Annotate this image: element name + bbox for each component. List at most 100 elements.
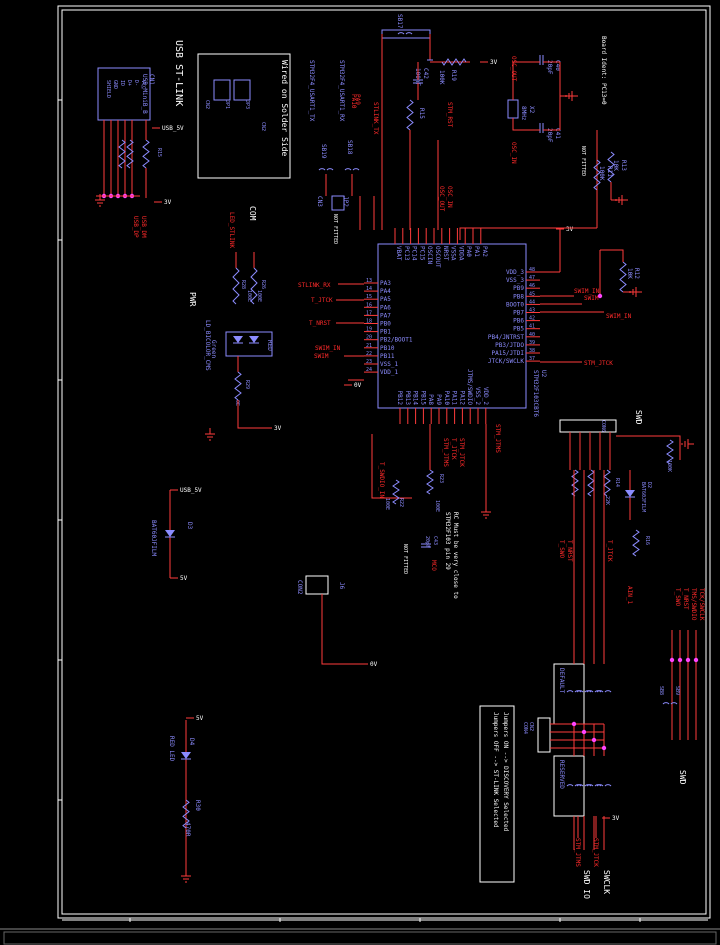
- resistor-r30: [182, 799, 190, 829]
- junction-cn4: [591, 737, 597, 743]
- mcu-pin-num: 14: [366, 286, 372, 292]
- mcu-pin-name: OSCIN: [426, 246, 433, 264]
- r13-ref: R13: [620, 160, 627, 171]
- resistor-r10: [666, 439, 674, 465]
- r22-ref: R22: [398, 498, 404, 507]
- mcu-pin-num: 46: [529, 283, 535, 289]
- j6-box: [305, 575, 329, 595]
- swd-header-box: [559, 419, 617, 433]
- mcu-pin-name: PA1: [473, 246, 480, 257]
- r24-ref: R15: [418, 108, 425, 119]
- c40-val: 20pF: [546, 60, 553, 75]
- title-usb-stlink: USB ST-LINK: [173, 40, 184, 106]
- mcu-pin-num: 20: [366, 335, 372, 341]
- net-t-nrst: T_NRST: [309, 320, 331, 327]
- solder-side-box: [197, 53, 291, 179]
- resistor-r18: [603, 469, 611, 497]
- net-right-t_swo: T_SWO: [674, 588, 681, 606]
- jumper-reserved-box: [553, 755, 585, 817]
- mcu-pin-name: NRST: [442, 246, 449, 261]
- mcu-pin-name: JTCK/SWCLK: [488, 358, 525, 365]
- mcu-pin-name: VSS_1: [380, 361, 398, 368]
- net-usb-dm: USB_DM: [140, 216, 147, 238]
- pwr-d4-5v-label: 5V: [196, 715, 204, 722]
- pwr-d3-usb-label: USB_5V: [180, 487, 202, 494]
- mcu-pin-name: PB12: [396, 391, 403, 406]
- mcu-pin-num: 18: [366, 319, 372, 325]
- mcu-pin-name: VDD_3: [506, 269, 524, 276]
- net-usb-dp: USB_DP: [132, 216, 139, 238]
- mcu-pin-name: PA5: [380, 296, 391, 303]
- mcu-pin-num: 13: [366, 278, 372, 284]
- wire-swd-vdd: [616, 435, 681, 460]
- mcu-pin-name: PA0: [465, 246, 472, 257]
- led-red-label: RED: [266, 340, 273, 351]
- pwr-0v-j6-label: 0V: [370, 661, 378, 668]
- r10-val: 100K: [666, 460, 672, 472]
- mcu-pin-num: 41: [529, 324, 535, 330]
- jp1-ref: JP1: [224, 100, 230, 109]
- resistor-r28: [232, 267, 240, 305]
- pwr-3v-led-label: 3V: [274, 425, 282, 432]
- junction-r12: [597, 293, 603, 299]
- pwr-3v-top-label: 3V: [490, 59, 498, 66]
- mcu-pin-name: PB14: [412, 391, 419, 406]
- r26-ref: R26: [260, 280, 266, 289]
- title-swclk: SWCLK: [602, 870, 611, 894]
- net-t-swdio-in: T_SWDIO_IN: [378, 462, 385, 499]
- pwr-3v-usb-label: 3V: [164, 199, 172, 206]
- net-pa9: PA9: [354, 94, 361, 105]
- net-stm-jtms-bot: STM_JTMS: [574, 838, 581, 867]
- usb-pin-vcc: VCC: [140, 80, 146, 89]
- usb-pin-id: ID: [119, 80, 125, 86]
- mcu-pin-name: PA4: [380, 288, 391, 295]
- default-label: DEFAULT: [558, 668, 565, 694]
- r12-ref: R12: [633, 268, 640, 279]
- jp2-box: [331, 195, 345, 211]
- swd-header-part: CON6: [600, 420, 606, 432]
- sheet-inner-frame: [61, 9, 707, 915]
- mcu-pin-name: PA6: [380, 304, 391, 311]
- usb-pin-dm: D-: [133, 80, 139, 86]
- mcu-pin-name: VDD_1: [380, 369, 398, 376]
- mcu-pin-name: PB2/BOOT1: [380, 337, 413, 344]
- r30-ref: R30: [194, 800, 201, 811]
- mcu-pin-num: 16: [366, 302, 372, 308]
- mcu-pin-name: VSS_2: [474, 387, 481, 405]
- mcu-pin-num: 24: [366, 367, 372, 373]
- mcu-pin-num: 44: [529, 299, 535, 305]
- usart-rx-label: STM32F4_USART1_RX: [338, 60, 345, 122]
- d2-val: BAT60JFILM: [640, 482, 646, 512]
- ld-part: LD_BICOLOR_CMS: [204, 320, 211, 371]
- net-right-tck_swclk: TCK/SWCLK: [698, 588, 705, 621]
- mcu-pin-name: VBAT: [395, 246, 402, 261]
- rc-note-2: STM32F103 pin 29: [444, 512, 451, 570]
- mcu-pin-name: PB3/JTDO: [495, 342, 524, 349]
- net-stm-jtck-bot: STM_JTCK: [592, 838, 599, 867]
- led-red-diode: [249, 336, 259, 343]
- net-bottom-t_jtck2: T_JTCK: [450, 438, 457, 460]
- mcu-pin-num: 47: [529, 275, 535, 281]
- net-stm-rst: STM_RST: [446, 102, 453, 128]
- c40-ref: C40: [554, 60, 561, 71]
- mcu-pin-name: PA12: [458, 391, 465, 406]
- net-osc-out: OSC_OUT: [510, 56, 517, 82]
- mcu-ref: U2: [540, 370, 547, 378]
- c41-ref: C41: [554, 128, 561, 139]
- junction-cn4: [571, 721, 577, 727]
- mcu-pin-num: 15: [366, 294, 372, 300]
- usb-connector: [97, 67, 151, 121]
- mcu-pin-num: 48: [529, 267, 535, 273]
- c43-ref: C43: [432, 536, 438, 545]
- sb18-symbol: [344, 168, 360, 171]
- title-block-strip: [3, 931, 717, 945]
- resistor-r16: [632, 529, 640, 557]
- usb-pin-dp: D+: [126, 80, 132, 86]
- net-stm-jtms-b: STM_JTMS: [494, 424, 501, 453]
- mcu-pin-name: PB1: [380, 329, 391, 336]
- mcu-part: STM32F103CBT6: [532, 370, 539, 417]
- d4-val: RED LED: [168, 736, 175, 762]
- net-osc-in: OSC_IN: [510, 142, 517, 164]
